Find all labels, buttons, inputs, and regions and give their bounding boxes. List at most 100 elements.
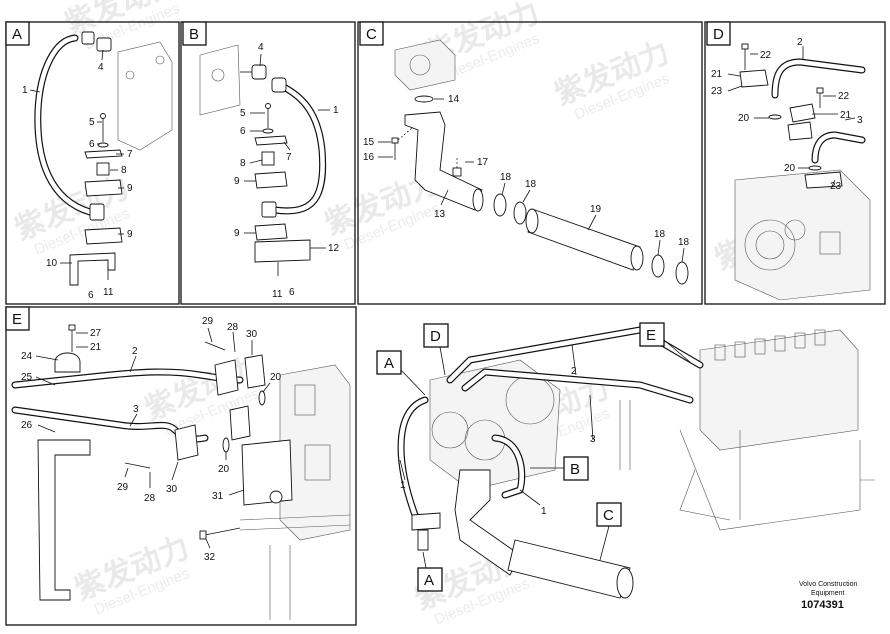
panel-e-letter-box [5, 306, 30, 331]
callout-a-top-box [376, 350, 402, 375]
panel-a-letter-box [5, 21, 30, 46]
callout-1: 1 [22, 85, 28, 96]
support-bracket-26 [37, 439, 91, 601]
callout-2: 2 [797, 37, 803, 48]
callout-d-box [423, 323, 449, 348]
callout-15: 15 [363, 137, 375, 148]
callout-16: 16 [363, 152, 375, 163]
callout-9: 9 [234, 228, 240, 239]
panel-c: C 14 15 [359, 21, 690, 285]
callout-19: 19 [590, 204, 602, 215]
callout-2: 2 [132, 346, 138, 357]
callout-29: 29 [202, 316, 214, 327]
callout-1: 1 [541, 506, 547, 517]
callout-3: 3 [133, 404, 139, 415]
company-line-2: Equipment [811, 590, 845, 597]
callout-31: 31 [212, 491, 224, 502]
callout-17: 17 [477, 157, 489, 168]
panel-b-letter-box [182, 21, 207, 46]
pump-unit-sketch [429, 359, 561, 491]
callout-30: 30 [166, 484, 178, 495]
company-line-1: Volvo Construction [799, 581, 857, 588]
callout-5: 5 [240, 108, 246, 119]
callout-26: 26 [21, 420, 33, 431]
drawing-number: 1074391 [801, 599, 844, 611]
callout-11: 11 [103, 287, 114, 298]
callout-c: C [603, 507, 614, 524]
panel-b-letter: B [189, 26, 199, 43]
panel-b-frame [180, 21, 356, 305]
overview: A D E B C A 2 3 1 1 [376, 322, 875, 599]
pump-body-sketch [734, 169, 871, 301]
adapter-block-31 [241, 439, 293, 506]
o-ring-14 [414, 95, 434, 103]
panel-d: D 2 22 2 [706, 21, 871, 301]
frame-stand-sketch [679, 429, 875, 531]
callout-30: 30 [246, 329, 258, 340]
callout-11: 11 [272, 289, 283, 300]
callout-21: 21 [711, 69, 723, 80]
callout-8: 8 [240, 158, 246, 169]
callout-7: 7 [286, 152, 292, 163]
callout-27: 27 [90, 328, 102, 339]
callout-3: 3 [857, 115, 863, 126]
suction-hose [507, 539, 631, 599]
callout-21: 21 [90, 342, 102, 353]
panel-c-frame [357, 21, 703, 305]
callout-9: 9 [234, 176, 240, 187]
callout-29: 29 [117, 482, 129, 493]
suction-pipe-13 [404, 111, 483, 211]
callout-18: 18 [525, 179, 537, 190]
callout-20: 20 [784, 163, 796, 174]
callout-22: 22 [838, 91, 850, 102]
callout-1: 1 [333, 105, 339, 116]
callout-14: 14 [448, 94, 460, 105]
pump-flange-sketch [394, 39, 456, 91]
callout-9: 9 [127, 183, 133, 194]
callout-6: 6 [88, 290, 94, 301]
panel-a: A 1 4 5 6 [5, 21, 173, 301]
callout-20: 20 [738, 113, 750, 124]
callout-18: 18 [678, 237, 690, 248]
panel-e-letter: E [12, 311, 22, 328]
adapter-4 [96, 37, 112, 52]
callout-b-box [563, 456, 589, 481]
callout-e: E [646, 327, 656, 344]
callout-2: 2 [571, 366, 577, 377]
callout-13: 13 [434, 209, 446, 220]
callout-25: 25 [21, 372, 33, 383]
callout-1: 1 [400, 480, 406, 491]
control-valve-sketch [699, 329, 859, 451]
callout-6: 6 [289, 287, 295, 298]
panel-d-letter: D [713, 26, 724, 43]
panel-e-frame [5, 306, 357, 626]
callout-21: 21 [840, 110, 852, 121]
callout-a-bottom: A [424, 572, 434, 589]
callout-10: 10 [46, 258, 58, 269]
panel-c-letter: C [366, 26, 377, 43]
panel-e: E [5, 306, 351, 620]
callout-28: 28 [227, 322, 239, 333]
callout-d: D [430, 328, 441, 345]
callout-18: 18 [500, 172, 512, 183]
adapter-4 [251, 64, 267, 80]
callout-6: 6 [89, 139, 95, 150]
callout-12: 12 [328, 243, 340, 254]
callout-e-box [639, 322, 665, 347]
pump-housing-sketch [117, 41, 173, 151]
callout-24: 24 [21, 351, 33, 362]
bracket-12 [254, 239, 311, 263]
hose-19 [527, 209, 641, 271]
callout-20: 20 [270, 372, 282, 383]
pump-flange-sketch [199, 44, 241, 116]
footer: Volvo Construction Equipment 1074391 [799, 581, 857, 611]
panel-b: B 4 1 5 6 [182, 21, 340, 300]
callout-9: 9 [127, 229, 133, 240]
callout-a-bottom-box [417, 567, 443, 592]
callout-4: 4 [98, 62, 104, 73]
callout-22: 22 [760, 50, 772, 61]
callout-a-top: A [384, 355, 394, 372]
panel-a-frame [5, 21, 180, 305]
callout-23: 23 [711, 86, 723, 97]
